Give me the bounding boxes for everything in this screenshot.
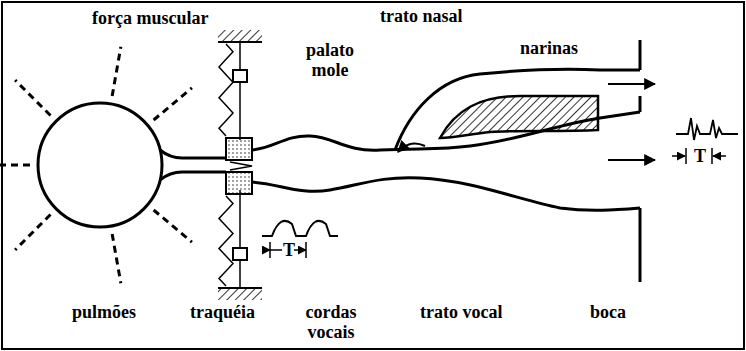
part-label: trato nasal [380,6,463,26]
wall-bottom [218,288,262,300]
part-label: trato vocal [420,302,502,322]
vocal-cord-lower [226,172,252,194]
part-label: cordas vocais [286,302,376,342]
vocal-cord-springs [219,44,233,286]
damper-top [233,70,247,82]
vocal-tract-lower [252,178,640,211]
speech-waveform [676,118,738,140]
part-label: traquéia [190,302,255,322]
part-label: pulmões [72,302,136,322]
vocal-cord-upper [226,138,252,160]
nasal-outflow [608,83,655,85]
velum-arrow [398,144,425,152]
wall-top [218,30,262,42]
hard-palate [440,96,598,138]
part-label: força muscular [92,8,208,28]
muscle-force-lines [0,47,192,283]
part-label: boca [590,302,626,322]
trachea [160,150,226,180]
period-label: T [694,146,706,166]
part-label: palato mole [300,40,360,80]
period-label: T [283,240,295,260]
glottal-waveform [262,221,338,236]
lungs [38,103,162,227]
oral-outflow [608,159,655,161]
nasal-tract [395,69,640,150]
damper-bottom [233,248,247,260]
part-label: narinas [520,38,578,58]
